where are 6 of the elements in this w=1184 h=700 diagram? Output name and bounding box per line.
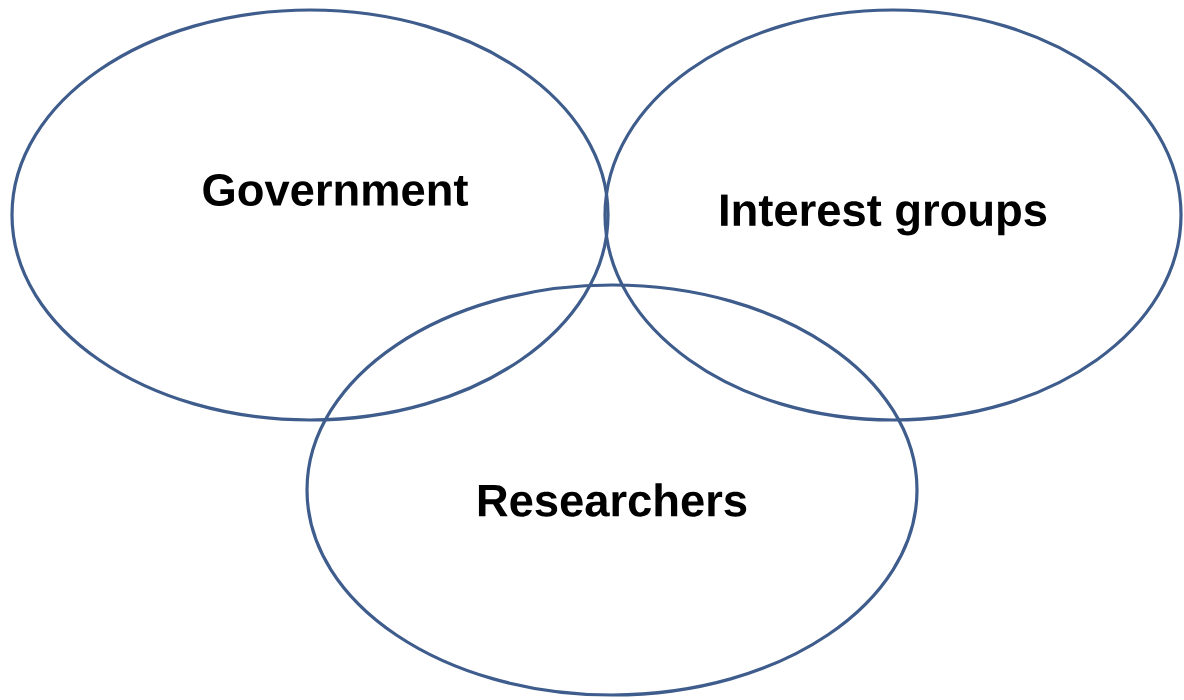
ellipse	[305, 283, 919, 697]
ellipse-label: Government	[203, 173, 468, 207]
ellipse-label: Researchers	[478, 483, 747, 517]
ellipse	[10, 8, 610, 422]
ellipse	[603, 8, 1183, 422]
ellipse-label: Interest groups	[721, 194, 1047, 236]
